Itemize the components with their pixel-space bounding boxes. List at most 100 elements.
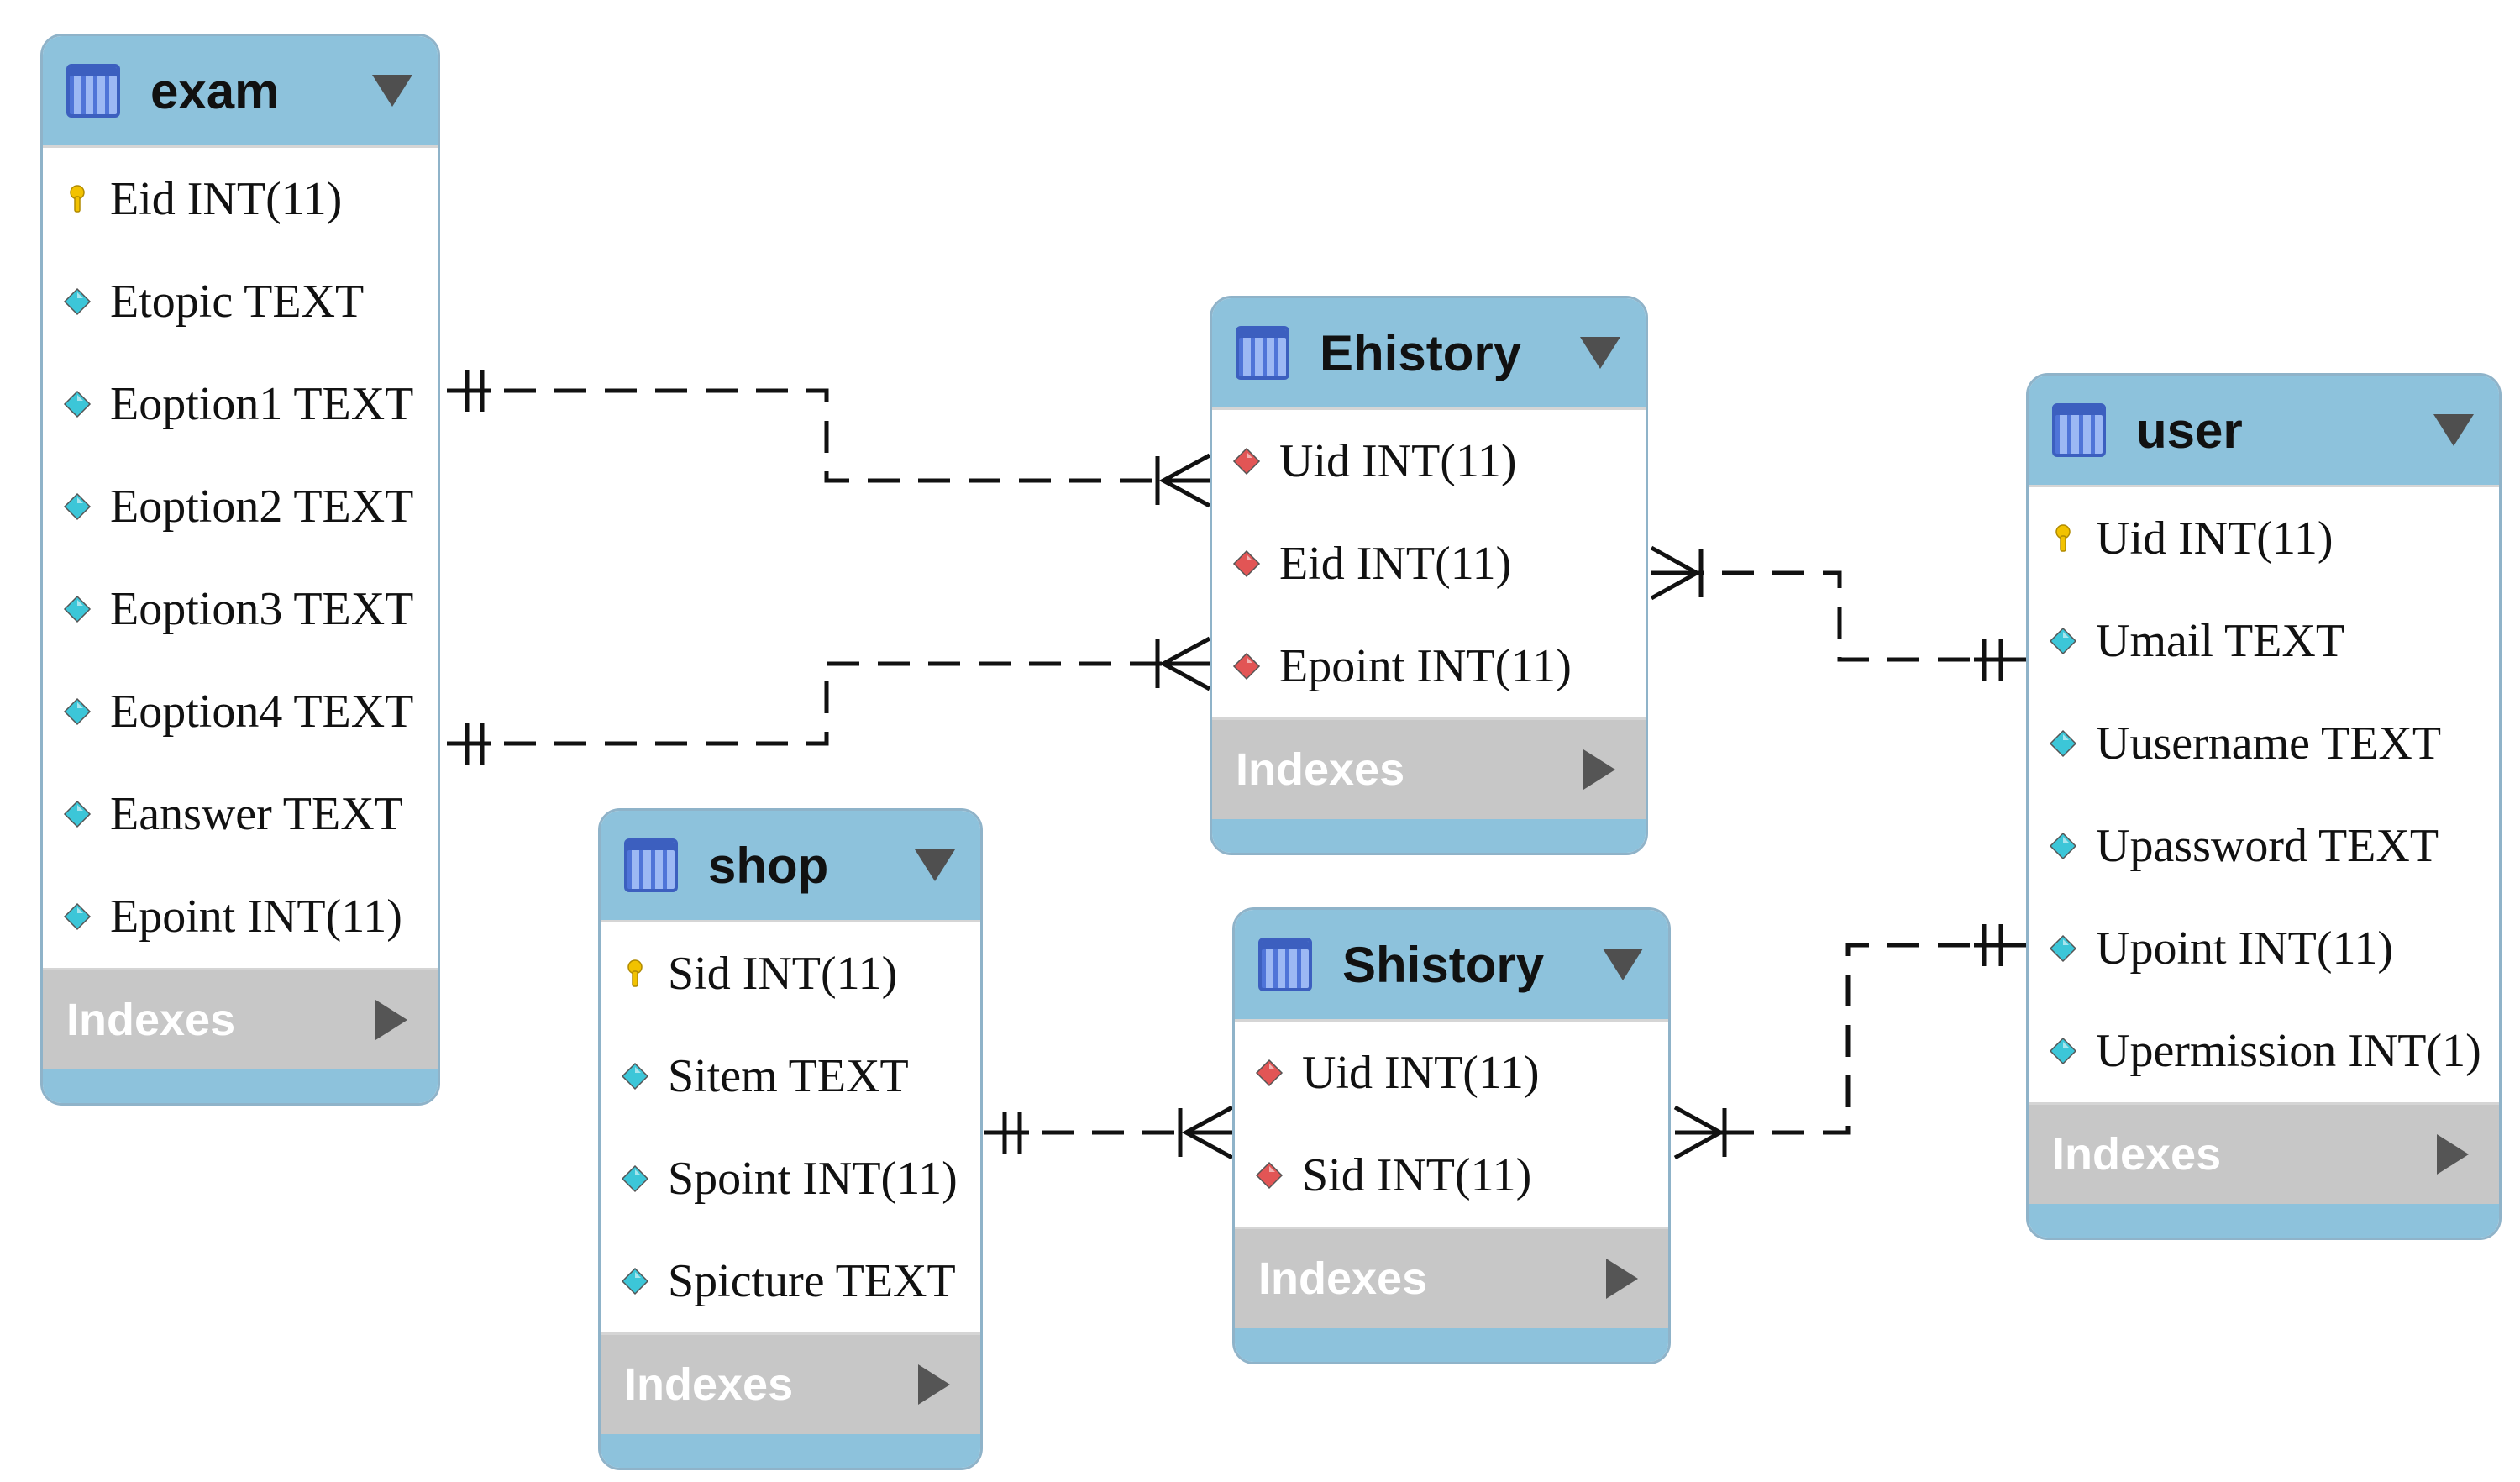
collapse-arrow-icon[interactable]	[1580, 337, 1620, 369]
table-header[interactable]: exam	[43, 36, 438, 145]
column-row[interactable]: Epoint INT(11)	[43, 865, 438, 968]
column-row[interactable]: Spoint INT(11)	[601, 1127, 980, 1230]
table-footer	[2029, 1204, 2499, 1238]
column-icon	[2049, 1037, 2077, 1065]
foreign-key-icon	[1232, 549, 1261, 578]
column-label: Spicture TEXT	[668, 1255, 956, 1307]
column-row[interactable]: Etopic TEXT	[43, 250, 438, 353]
column-icon	[621, 1062, 649, 1090]
table-name: shop	[708, 837, 829, 894]
expand-arrow-icon[interactable]	[1606, 1259, 1638, 1299]
column-label: Uid INT(11)	[1279, 435, 1517, 487]
primary-key-icon	[2049, 524, 2077, 553]
table-icon	[1258, 938, 1312, 991]
collapse-arrow-icon[interactable]	[372, 75, 412, 107]
column-label: Spoint INT(11)	[668, 1153, 958, 1205]
column-icon	[63, 492, 92, 521]
relation-user-ehistory	[1667, 570, 2020, 662]
indexes-section[interactable]: Indexes	[601, 1335, 980, 1434]
indexes-section[interactable]: Indexes	[1235, 1229, 1668, 1328]
table-header[interactable]: Shistory	[1235, 910, 1668, 1019]
foreign-key-icon	[1232, 447, 1261, 476]
column-list: Uid INT(11) Umail TEXT Uusername TEXT Up…	[2029, 485, 2499, 1105]
expand-arrow-icon[interactable]	[375, 1000, 407, 1040]
table-icon	[624, 838, 678, 892]
table-header[interactable]: user	[2029, 376, 2499, 485]
table-header[interactable]: Ehistory	[1212, 298, 1646, 407]
column-row[interactable]: Eoption2 TEXT	[43, 455, 438, 558]
many-marker-shistory-2	[1673, 1105, 1727, 1160]
column-row[interactable]: Uid INT(11)	[2029, 487, 2499, 590]
expand-arrow-icon[interactable]	[918, 1364, 950, 1405]
indexes-label: Indexes	[66, 995, 236, 1045]
column-row[interactable]: Eoption3 TEXT	[43, 558, 438, 660]
column-label: Upoint INT(11)	[2096, 922, 2394, 975]
column-icon	[2049, 627, 2077, 655]
table-icon	[1236, 326, 1289, 380]
collapse-arrow-icon[interactable]	[2433, 414, 2474, 446]
column-label: Etopic TEXT	[110, 276, 365, 328]
table-name: exam	[150, 62, 280, 119]
column-row[interactable]: Sitem TEXT	[601, 1025, 980, 1127]
column-row[interactable]: Upassword TEXT	[2029, 795, 2499, 897]
column-row[interactable]: Sid INT(11)	[601, 922, 980, 1025]
many-marker-ehistory-3	[1650, 545, 1704, 601]
table-exam[interactable]: exam Eid INT(11) Etopic TEXT Eoption1 TE…	[40, 34, 440, 1106]
one-marker-user-1	[1974, 639, 2026, 681]
column-label: Eoption4 TEXT	[110, 686, 414, 738]
table-icon	[2052, 403, 2106, 457]
column-row[interactable]: Epoint INT(11)	[1212, 615, 1646, 717]
indexes-section[interactable]: Indexes	[2029, 1105, 2499, 1204]
column-label: Sid INT(11)	[668, 948, 898, 1000]
table-name: Shistory	[1342, 936, 1545, 993]
column-row[interactable]: Uid INT(11)	[1212, 410, 1646, 512]
column-row[interactable]: Eanswer TEXT	[43, 763, 438, 865]
one-marker-exam-1	[447, 370, 491, 412]
column-icon	[63, 287, 92, 316]
indexes-section[interactable]: Indexes	[1212, 720, 1646, 819]
expand-arrow-icon[interactable]	[1583, 749, 1615, 790]
expand-arrow-icon[interactable]	[2437, 1134, 2469, 1175]
collapse-arrow-icon[interactable]	[915, 849, 955, 881]
foreign-key-icon	[1232, 652, 1261, 681]
column-row[interactable]: Eid INT(11)	[43, 148, 438, 250]
column-label: Epoint INT(11)	[1279, 640, 1572, 692]
column-row[interactable]: Uid INT(11)	[1235, 1022, 1668, 1124]
column-row[interactable]: Eoption1 TEXT	[43, 353, 438, 455]
table-user[interactable]: user Uid INT(11) Umail TEXT Uusername TE…	[2026, 373, 2502, 1240]
table-shistory[interactable]: Shistory Uid INT(11) Sid INT(11) Indexes	[1232, 907, 1671, 1364]
column-row[interactable]: Eoption4 TEXT	[43, 660, 438, 763]
column-row[interactable]: Sid INT(11)	[1235, 1124, 1668, 1227]
indexes-section[interactable]: Indexes	[43, 970, 438, 1069]
indexes-label: Indexes	[624, 1359, 794, 1410]
relation-exam-ehistory-1	[454, 388, 1166, 483]
table-name: user	[2136, 402, 2243, 459]
primary-key-icon	[621, 959, 649, 988]
table-header[interactable]: shop	[601, 811, 980, 920]
collapse-arrow-icon[interactable]	[1603, 949, 1643, 980]
column-row[interactable]: Eid INT(11)	[1212, 512, 1646, 615]
table-shop[interactable]: shop Sid INT(11) Sitem TEXT Spoint INT(1…	[598, 808, 983, 1470]
column-row[interactable]: Umail TEXT	[2029, 590, 2499, 692]
primary-key-icon	[63, 185, 92, 213]
column-icon	[63, 800, 92, 828]
column-label: Uusername TEXT	[2096, 717, 2442, 770]
table-ehistory[interactable]: Ehistory Uid INT(11) Eid INT(11) Epoint …	[1210, 296, 1648, 855]
column-icon	[2049, 934, 2077, 963]
column-row[interactable]: Upermission INT(1)	[2029, 1000, 2499, 1102]
column-label: Umail TEXT	[2096, 615, 2345, 667]
table-footer	[1212, 819, 1646, 853]
column-row[interactable]: Spicture TEXT	[601, 1230, 980, 1332]
column-row[interactable]: Uusername TEXT	[2029, 692, 2499, 795]
column-label: Eanswer TEXT	[110, 788, 403, 840]
column-row[interactable]: Upoint INT(11)	[2029, 897, 2499, 1000]
column-label: Eoption2 TEXT	[110, 481, 414, 533]
column-label: Sitem TEXT	[668, 1050, 909, 1102]
indexes-label: Indexes	[1258, 1253, 1428, 1304]
column-label: Uid INT(11)	[2096, 512, 2334, 565]
column-icon	[63, 390, 92, 418]
column-label: Epoint INT(11)	[110, 891, 402, 943]
column-list: Eid INT(11) Etopic TEXT Eoption1 TEXT Eo…	[43, 145, 438, 970]
column-icon	[63, 595, 92, 623]
